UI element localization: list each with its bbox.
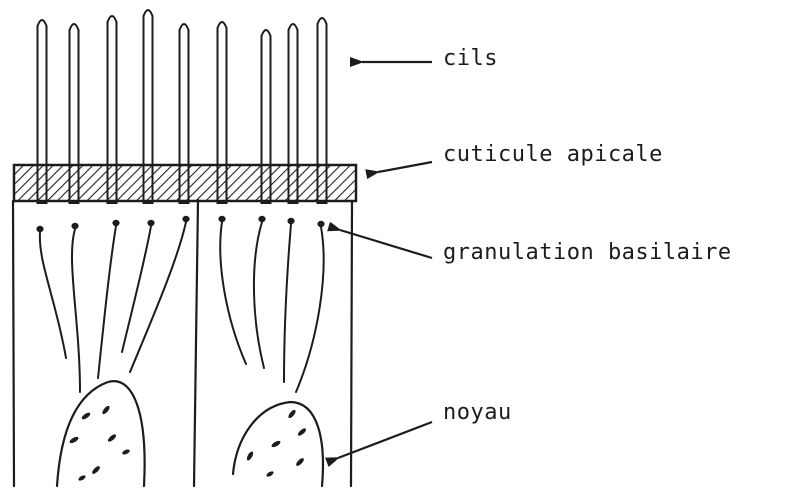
rootlet — [40, 232, 66, 358]
chromatin-fleck — [91, 465, 101, 475]
label-granulation-basilaire: granulation basilaire — [443, 242, 732, 264]
rootlet — [130, 222, 186, 372]
ciliary-rootlets — [40, 222, 324, 392]
left-nucleus — [57, 381, 145, 486]
basal-granule — [112, 220, 119, 226]
apical-cuticle — [14, 165, 356, 201]
basal-granule — [147, 220, 154, 226]
chromatin-fleck — [246, 451, 255, 462]
arrow-cuticule — [378, 162, 432, 172]
basal-granule — [182, 216, 189, 222]
chromatin-fleck — [107, 433, 117, 443]
chromatin-fleck — [271, 440, 282, 449]
basal-granule — [287, 218, 294, 224]
rootlet — [254, 222, 264, 368]
rootlet — [296, 227, 324, 392]
rootlet — [98, 226, 116, 378]
basal-granule — [317, 221, 324, 227]
rootlet — [72, 229, 80, 392]
chromatin-fleck — [266, 470, 275, 477]
chromatin-fleck — [69, 436, 80, 445]
chromatin-fleck — [287, 409, 297, 419]
chromatin-fleck — [295, 457, 305, 467]
arrow-granulation — [340, 230, 432, 258]
basal-granule — [258, 216, 265, 222]
rootlet — [220, 222, 246, 364]
label-cuticule-apicale: cuticule apicale — [443, 144, 663, 166]
left-cell-wall — [13, 201, 14, 486]
chromatin-fleck — [81, 411, 92, 420]
basal-granule — [71, 223, 78, 229]
basal-granules — [36, 216, 324, 232]
center-cell-wall — [194, 200, 198, 486]
chromatin-fleck — [297, 427, 307, 437]
nuclei — [57, 381, 323, 486]
rootlet — [284, 224, 291, 382]
chromatin-fleck — [78, 474, 87, 481]
chromatin-fleck — [101, 405, 111, 415]
label-cils: cils — [443, 48, 498, 70]
right-cell-wall — [351, 201, 352, 486]
chromatin-fleck — [122, 448, 131, 455]
label-noyau: noyau — [443, 402, 512, 424]
basal-granule — [36, 226, 43, 232]
chromatin — [69, 405, 308, 482]
basal-granule — [218, 216, 225, 222]
